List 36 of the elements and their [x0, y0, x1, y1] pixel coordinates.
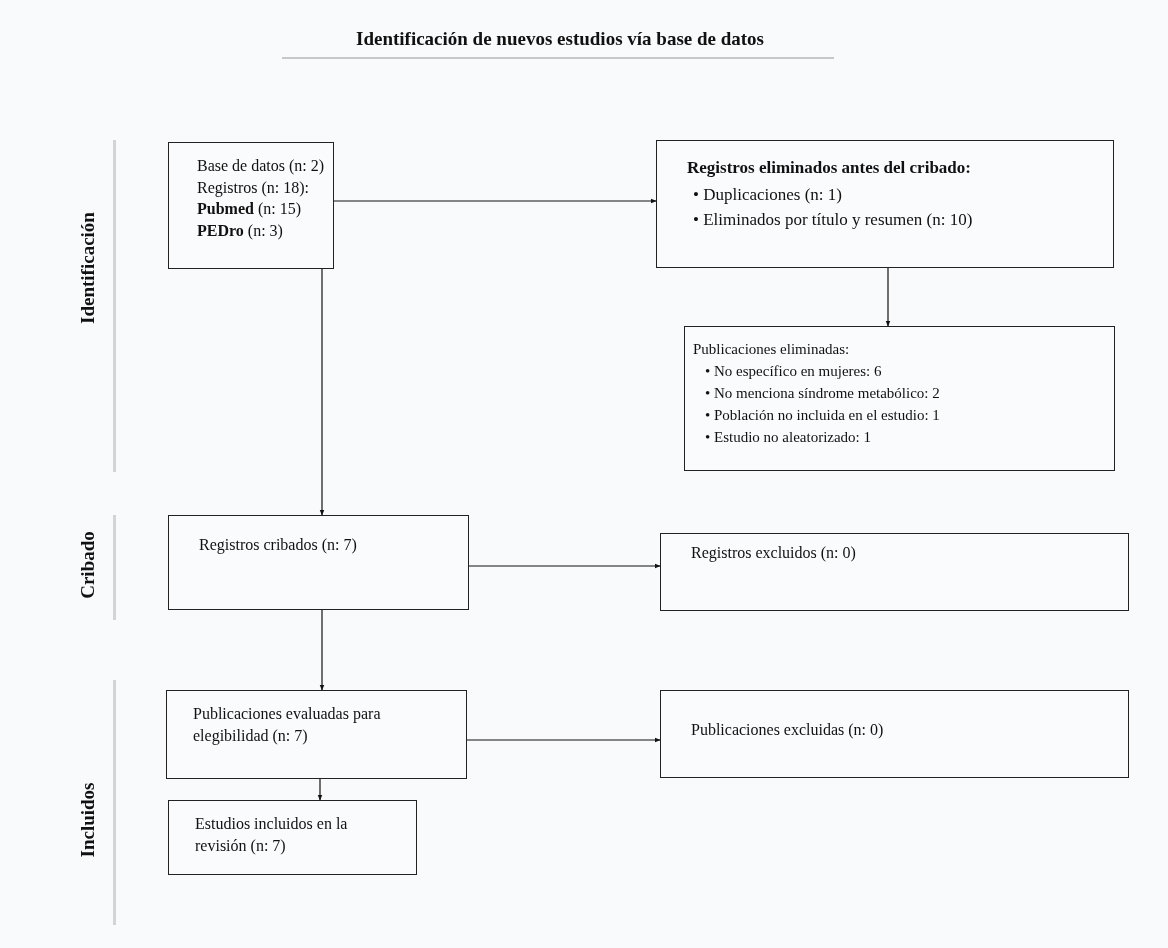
arrow	[885, 267, 891, 327]
box-heading: Publicaciones eliminadas:	[693, 340, 851, 359]
box-text: Pubmed (n: 15)	[197, 199, 302, 220]
box-heading: Registros eliminados antes del cribado:	[687, 157, 972, 179]
stage-label: Identificación	[76, 212, 99, 324]
box-text: Publicaciones excluidas (n: 0)	[691, 720, 885, 741]
list-item: • Eliminados por título y resumen (n: 10)	[693, 209, 974, 232]
arrow	[317, 778, 323, 801]
arrow	[468, 563, 661, 569]
stage-label: Cribado	[76, 531, 99, 599]
process-box	[684, 326, 1115, 471]
box-text: Registros (n: 18):	[197, 177, 310, 199]
arrow	[466, 737, 661, 743]
box-text: Base de datos (n: 2)	[197, 156, 326, 177]
diagram-title: Identificación de nuevos estudios vía base de datos	[355, 28, 765, 50]
list-item: • Población no incluida en el estudio: 1	[705, 405, 941, 425]
stage-label: Incluidos	[77, 782, 99, 858]
process-box	[168, 800, 417, 875]
arrow	[319, 268, 325, 516]
process-box	[166, 690, 467, 779]
arrow	[319, 609, 325, 691]
list-item: • Duplicaciones (n: 1)	[693, 183, 843, 206]
list-item: • Estudio no aleatorizado: 1	[705, 427, 873, 447]
box-text: Registros excluidos (n: 0)	[691, 543, 857, 564]
box-text: Estudios incluidos en la revisión (n: 7)	[195, 814, 349, 856]
process-box	[168, 515, 469, 610]
list-item: • No menciona síndrome metabólico: 2	[705, 384, 941, 403]
box-text: Registros cribados (n: 7)	[199, 535, 358, 556]
process-box	[660, 690, 1129, 778]
arrow	[333, 198, 657, 204]
process-box	[168, 142, 334, 269]
list-item: • No específico en mujeres: 6	[705, 362, 883, 382]
process-box	[656, 140, 1114, 268]
box-text: PEDro (n: 3)	[197, 220, 284, 242]
box-text: Publicaciones evaluadas para elegibilidad (n: 7)	[193, 704, 382, 747]
process-box	[660, 533, 1129, 611]
